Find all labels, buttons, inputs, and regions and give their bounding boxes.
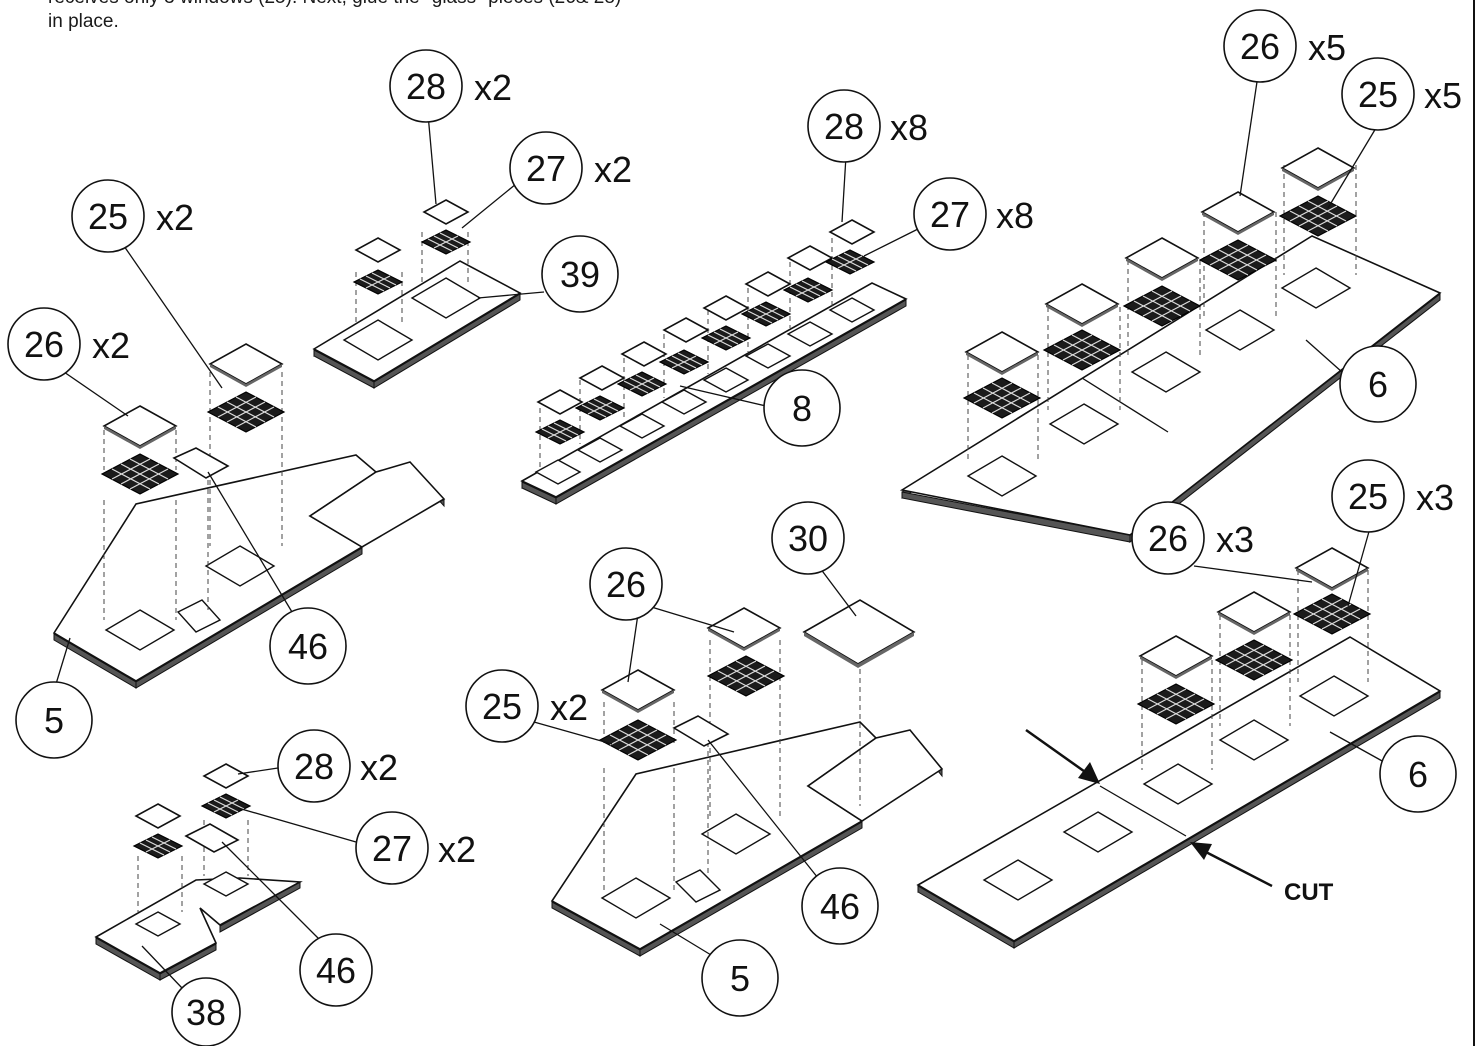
svg-text:x8: x8: [890, 107, 928, 148]
callout-30: 30: [771, 501, 857, 617]
windows-glass-d: [101, 343, 285, 495]
plate-part-5-left: [52, 454, 446, 689]
callout-26-x2-left: 26 x2: [7, 307, 130, 417]
callout-28-x2-top: 28 x2: [389, 49, 512, 205]
svg-text:x5: x5: [1308, 27, 1346, 68]
callout-26-x3: 26 x3: [1131, 501, 1313, 583]
dashed-guides-d: [103, 372, 283, 620]
svg-text:38: 38: [186, 992, 226, 1033]
svg-text:x2: x2: [156, 197, 194, 238]
svg-text:x2: x2: [550, 687, 588, 728]
svg-text:x2: x2: [594, 149, 632, 190]
svg-text:x5: x5: [1424, 75, 1462, 116]
callout-25-x2-left: 25 x2: [71, 179, 223, 389]
callout-25-x2-center: 25 x2: [465, 669, 613, 745]
svg-text:6: 6: [1368, 364, 1388, 405]
callout-46-center: 46: [707, 739, 879, 945]
callout-28-x8: 28 x8: [807, 89, 928, 223]
instruction-line-2: in place.: [48, 11, 119, 32]
dashed-guides-f: [1141, 570, 1369, 770]
callout-25-x5: 25 x5: [1327, 57, 1462, 209]
svg-text:8: 8: [792, 388, 812, 429]
strip-part-8: [520, 282, 908, 505]
callout-38: 38: [141, 945, 241, 1046]
callout-8: 8: [679, 369, 841, 447]
dashed-guides-e: [603, 640, 861, 890]
svg-text:6: 6: [1408, 754, 1428, 795]
svg-text:x2: x2: [474, 67, 512, 108]
callout-26-x5: 26 x5: [1223, 9, 1346, 197]
windows-glass-g: [133, 763, 251, 859]
callout-27-x2-top: 27 x2: [461, 131, 632, 229]
svg-text:25: 25: [1358, 74, 1398, 115]
callout-46-bottom: 46: [221, 841, 373, 1007]
callout-5-left: 5: [15, 637, 93, 759]
svg-text:28: 28: [824, 106, 864, 147]
callout-27-x8: 27 x8: [863, 177, 1034, 257]
strip-part-6-bottom: [916, 636, 1442, 949]
callout-27-x2-bottom: 27 x2: [237, 807, 476, 885]
svg-text:46: 46: [316, 950, 356, 991]
svg-text:46: 46: [288, 626, 328, 667]
plate-part-38: [94, 871, 303, 981]
svg-text:5: 5: [730, 958, 750, 999]
windows-glass-e: [599, 599, 916, 761]
svg-text:39: 39: [560, 254, 600, 295]
svg-text:26: 26: [1240, 26, 1280, 67]
svg-text:26: 26: [1148, 518, 1188, 559]
svg-text:25: 25: [482, 686, 522, 727]
svg-text:27: 27: [526, 148, 566, 189]
svg-text:x8: x8: [996, 195, 1034, 236]
svg-text:27: 27: [930, 194, 970, 235]
svg-text:x2: x2: [360, 747, 398, 788]
dashed-guides-b: [539, 238, 833, 468]
callout-46-left: 46: [207, 471, 347, 685]
callout-6-top: 6: [1305, 339, 1417, 423]
svg-text:x2: x2: [438, 829, 476, 870]
callout-28-x2-bottom: 28 x2: [237, 729, 398, 803]
callout-39: 39: [477, 235, 619, 313]
callout-26-center: 26: [589, 547, 735, 683]
svg-text:30: 30: [788, 518, 828, 559]
svg-text:x2: x2: [92, 325, 130, 366]
plate-part-39: [312, 260, 522, 389]
svg-text:x3: x3: [1216, 519, 1254, 560]
svg-text:x3: x3: [1416, 477, 1454, 518]
svg-text:26: 26: [606, 564, 646, 605]
instruction-text: receives only 3 windows (25). Next, glue…: [48, 0, 868, 34]
svg-text:25: 25: [88, 196, 128, 237]
plate-part-5-center: [550, 721, 944, 957]
svg-text:46: 46: [820, 886, 860, 927]
svg-text:26: 26: [24, 324, 64, 365]
callout-5-center: 5: [659, 923, 779, 1017]
callout-6-bottom: 6: [1329, 731, 1457, 813]
svg-text:27: 27: [372, 828, 412, 869]
cut-arrows: CUT: [1025, 728, 1334, 906]
cut-label: CUT: [1284, 879, 1334, 906]
svg-text:28: 28: [294, 746, 334, 787]
svg-text:25: 25: [1348, 476, 1388, 517]
svg-text:28: 28: [406, 66, 446, 107]
callout-25-x3: 25 x3: [1331, 459, 1454, 607]
svg-text:5: 5: [44, 700, 64, 741]
instruction-line-1: receives only 3 windows (25). Next, glue…: [48, 0, 868, 10]
